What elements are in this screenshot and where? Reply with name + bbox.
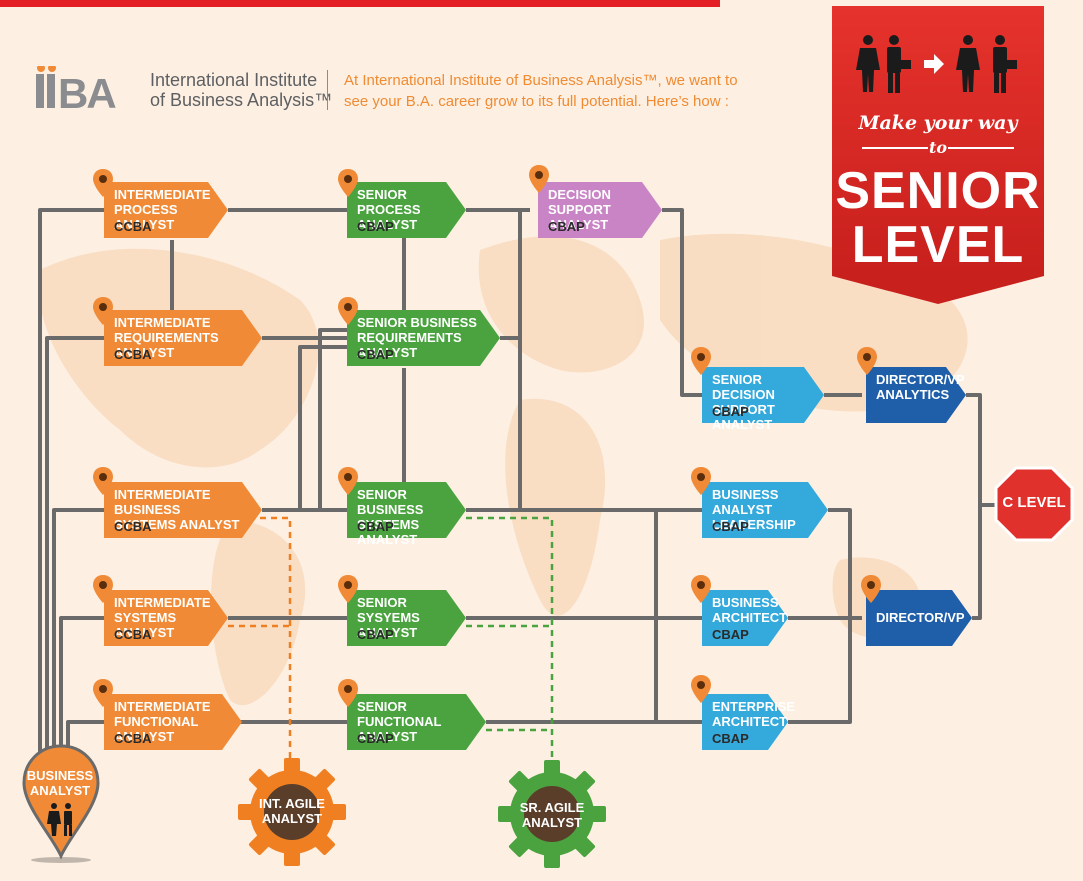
location-pin-icon xyxy=(529,165,549,193)
location-pin-icon xyxy=(93,467,113,495)
node-title: Senior Decision Support Analyst xyxy=(712,372,775,432)
agile-dashed-paths xyxy=(228,516,554,764)
node-title: Business Analyst Leadership xyxy=(712,487,796,532)
organization-name: International Institute of Business Anal… xyxy=(150,70,332,110)
business-analyst-start-pin xyxy=(22,744,100,863)
location-pin-icon xyxy=(338,297,358,325)
node-title: Intermediate Functional Analyst xyxy=(114,699,211,744)
location-pin-icon xyxy=(93,679,113,707)
top-accent-bar xyxy=(0,0,720,7)
location-pin-icon xyxy=(338,679,358,707)
people-progression-icon xyxy=(856,35,1017,93)
node-title: Intermediate Systems Analyst xyxy=(114,595,211,640)
location-pin-icon xyxy=(93,297,113,325)
location-pin-icon xyxy=(857,347,877,375)
node-certification: CBAP xyxy=(357,347,394,362)
node-certification: CCBA xyxy=(114,627,152,642)
node-senior-functional-analyst: Senior Functional Analyst CBAP xyxy=(347,694,486,750)
iiba-logo: BA xyxy=(36,64,140,117)
intermediate-agile-gear-icon xyxy=(238,758,346,866)
people-icon xyxy=(47,803,72,836)
node-intermediate-business-systems-analyst: Intermediate Business Systems Analyst CC… xyxy=(104,482,262,538)
location-pin-icon xyxy=(93,575,113,603)
node-senior-business-systems-analyst: Senior Business Systems Analyst CBAP xyxy=(347,482,466,547)
header-divider xyxy=(327,70,328,110)
node-senior-systems-analyst: Senior Sysyems Analyst CBAP xyxy=(347,590,466,646)
node-title: Senior Business Systems Analyst xyxy=(357,487,424,547)
node-certification: CBAP xyxy=(357,519,394,534)
location-pin-icon xyxy=(93,169,113,197)
node-title: Decision Support Analyst xyxy=(548,187,611,232)
header-tagline: At International Institute of Business A… xyxy=(344,72,738,110)
c-level-label: C LEVEL xyxy=(1002,494,1066,511)
node-title: Enterprise Architect xyxy=(712,699,796,729)
intermediate-agile-label: INT. AGILE ANALYST xyxy=(259,796,325,826)
node-title: Senior Business Requirements Analyst xyxy=(357,315,477,360)
node-senior-business-requirements-analyst: Senior Business Requirements Analyst CBA… xyxy=(347,310,500,366)
senior-level-banner: Make your way to SENIOR LEVEL xyxy=(832,6,1044,304)
banner-line-2: to xyxy=(928,138,948,157)
banner-rule-right xyxy=(948,147,1014,149)
banner-line-4: LEVEL xyxy=(851,216,1025,274)
node-title: Intermediate Process Analyst xyxy=(114,187,211,232)
node-certification: CBAP xyxy=(357,219,394,234)
location-pin-icon xyxy=(861,575,881,603)
node-certification: CBAP xyxy=(712,731,749,746)
node-decision-support-analyst: Decision Support Analyst CBAP xyxy=(538,182,662,238)
node-certification: CCBA xyxy=(114,347,152,362)
node-certification: CCBA xyxy=(114,519,152,534)
node-intermediate-requirements-analyst: Intermediate Requirements Analyst CCBA xyxy=(104,310,262,366)
node-certification: CBAP xyxy=(712,519,749,534)
node-business-analyst-leadership: Business Analyst Leadership CBAP xyxy=(702,482,828,538)
location-pin-icon xyxy=(691,347,711,375)
node-certification: CBAP xyxy=(548,219,585,234)
node-certification: CCBA xyxy=(114,731,152,746)
node-title: Intermediate Business Systems Analyst xyxy=(114,487,240,532)
location-pin-icon xyxy=(691,675,711,703)
node-director-vp-analytics: Director/VP Analytics xyxy=(866,367,966,423)
node-enterprise-architect: Enterprise Architect CBAP xyxy=(702,694,796,750)
node-title: Director/VP Analytics xyxy=(876,372,965,402)
business-analyst-label: BUSINESS ANALYST xyxy=(26,768,94,798)
c-level-octagon xyxy=(994,466,1074,542)
banner-line-3: SENIOR xyxy=(835,162,1041,220)
node-certification: CBAP xyxy=(357,627,394,642)
location-pin-icon xyxy=(338,169,358,197)
node-title: Business Architect xyxy=(712,595,788,625)
node-title: Senior Functional Analyst xyxy=(357,699,442,744)
node-certification: CCBA xyxy=(114,219,152,234)
org-name-line-2: of Business Analysis™ xyxy=(150,90,333,110)
node-senior-decision-support-analyst: Senior Decision Support Analyst CBAP xyxy=(702,367,824,432)
location-pin-icon xyxy=(691,467,711,495)
node-director-vp: Director/VP xyxy=(866,590,972,646)
banner-line-1: Make your way xyxy=(858,112,1018,134)
node-title: Intermediate Requirements Analyst xyxy=(114,315,219,360)
iiba-logo-mark: BA xyxy=(36,64,118,117)
node-senior-process-analyst: Senior Process Analyst CBAP xyxy=(347,182,466,238)
location-pin-icon xyxy=(691,575,711,603)
node-certification: CBAP xyxy=(712,404,749,419)
svg-text:BA: BA xyxy=(58,70,116,110)
node-intermediate-systems-analyst: Intermediate Systems Analyst CCBA xyxy=(104,590,228,646)
node-intermediate-functional-analyst: Intermediate Functional Analyst CCBA xyxy=(104,694,242,750)
node-intermediate-process-analyst: Intermediate Process Analyst CCBA xyxy=(104,182,228,238)
org-name-line-1: International Institute xyxy=(150,70,318,90)
node-business-architect: Business Architect CBAP xyxy=(702,590,788,646)
senior-agile-gear-icon xyxy=(498,760,606,868)
senior-agile-label: SR. AGILE ANALYST xyxy=(519,800,585,830)
node-title: Senior Process Analyst xyxy=(357,187,421,232)
node-certification: CBAP xyxy=(712,627,749,642)
node-title: Senior Sysyems Analyst xyxy=(357,595,420,640)
banner-rule-left xyxy=(862,147,928,149)
location-pin-icon xyxy=(338,467,358,495)
banner-tip xyxy=(832,276,1044,304)
node-certification: CBAP xyxy=(357,731,394,746)
node-title: Director/VP xyxy=(876,610,965,625)
location-pin-icon xyxy=(338,575,358,603)
